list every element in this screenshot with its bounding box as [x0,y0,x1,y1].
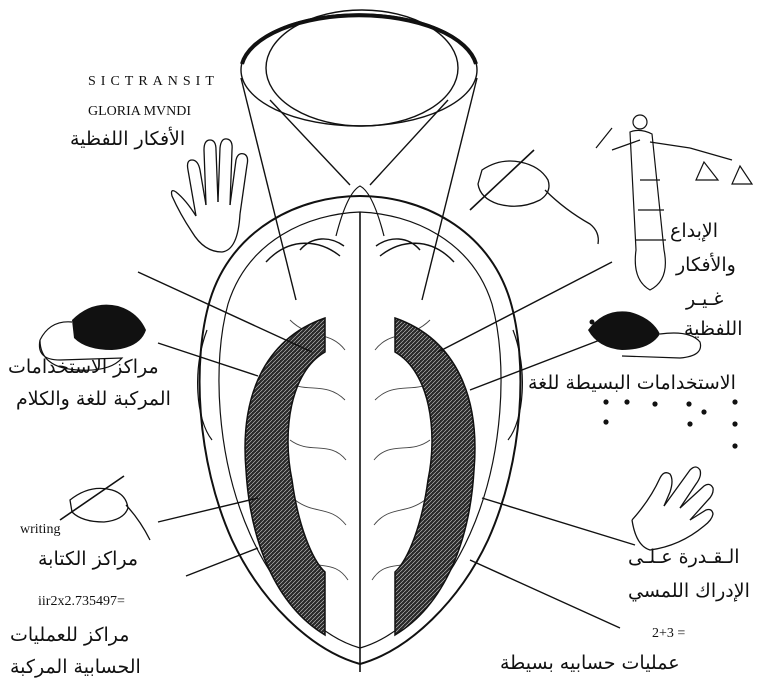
label-tactile-line1: الـقـدرة عـلـى [628,546,740,568]
label-complex-math-line2: الحسابية المركبة [10,656,141,678]
hand-icon [632,467,713,550]
label-creativity-line2: والأفكار [676,254,736,276]
label-tactile-line2: الإدراك اللمسي [628,580,750,602]
leader-lines [138,262,635,628]
writing-hand-icon [470,150,598,244]
left-hemisphere-band [245,318,325,635]
right-hemisphere-band [395,318,475,635]
writing-hand-icon [60,476,150,540]
label-simple-language: الاستخدامات البسيطة للغة [528,372,736,394]
label-math-notation: iir2x2.735497= [38,594,125,610]
label-writing-centers: مراكز الكتابة [38,548,138,570]
label-simple-math: عمليات حسابيه بسيطة [500,652,680,674]
latin-motto-line2: GLORIA MVNDI [88,104,191,120]
label-complex-math-line1: مراكز للعمليات [10,624,129,646]
latin-motto-line1: SICTRANSIT [88,74,219,90]
braille-dots-icon [603,399,737,448]
label-complex-language-line1: مراكز الاستخدامات [8,356,159,378]
label-creativity-line1: الإبداع [670,220,718,242]
label-verbal-ideas: الأفكار اللفظية [70,128,185,150]
label-creativity-line3: غـيـر [686,288,723,310]
hand-icon [172,139,248,252]
label-creativity-line4: اللفظية [684,318,742,340]
cone-lens [241,10,477,300]
label-writing-english: writing [20,522,60,538]
label-simple-sum: 2+3 = [652,626,685,642]
label-complex-language-line2: المركبة للغة والكلام [16,388,171,410]
